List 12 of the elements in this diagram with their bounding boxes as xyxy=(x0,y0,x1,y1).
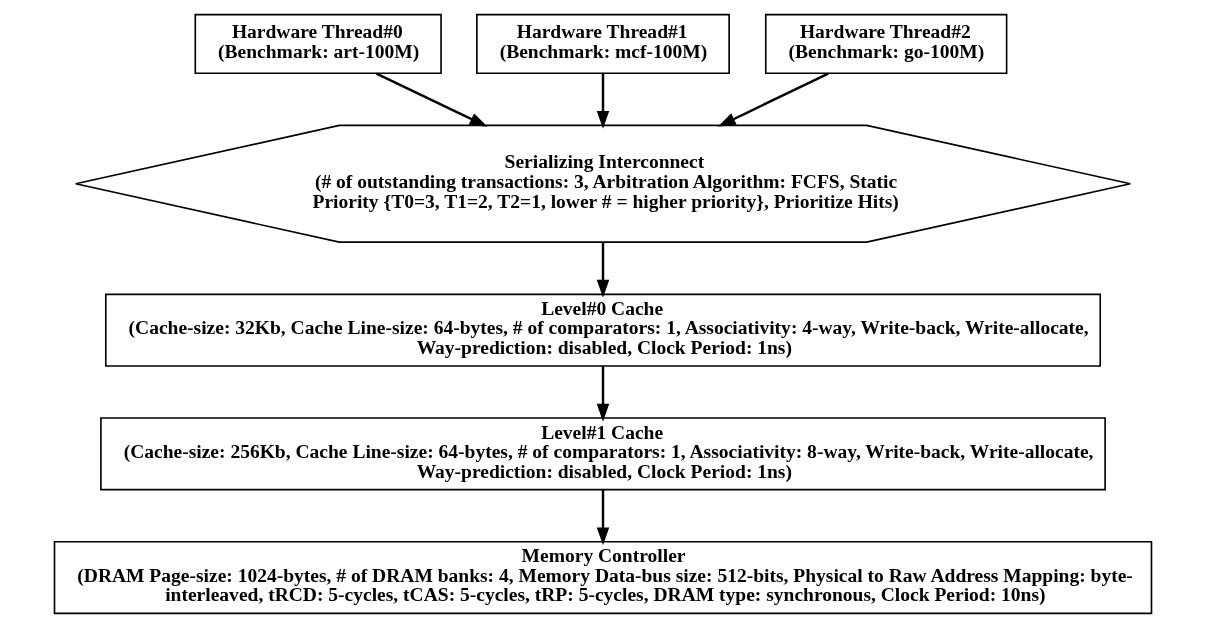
node-box: Hardware Thread#1 (Benchmark: mcf-100M) xyxy=(476,13,730,75)
arrow xyxy=(717,72,829,127)
node-box: Hardware Thread#2 (Benchmark: go-100M) xyxy=(764,13,1008,75)
arrow xyxy=(596,366,610,422)
arrow xyxy=(596,489,610,546)
arrow xyxy=(596,73,610,129)
node-box: Level#0 Cache (Cache-size: 32Kb, Cache Line-size: 64-bytes, # of comparators: 1, Associativity: 4-way, Write-back, Write-allocate, Way-prediction: disabled, Clock Period: 1ns) xyxy=(104,293,1102,367)
node-box: Hardware Thread#0 (Benchmark: art-100M) xyxy=(194,13,442,75)
arrow xyxy=(376,72,488,127)
arrow xyxy=(596,242,610,298)
node-box: Memory Controller (DRAM Page-size: 1024-bytes, # of DRAM banks: 4, Memory Data-bus size: 512-bits, Physical to Raw Address Mapping: byte-interleaved, tRCD: 5-cycles, tCAS: 5-cycles, tRP: 5-cycles, DRAM type: synchronous, Clock Period: 10ns) xyxy=(53,540,1153,615)
node-box: Level#1 Cache (Cache-size: 256Kb, Cache Line-size: 64-bytes, # of comparators: 1, Associativity: 8-way, Write-back, Write-allocate, Way-prediction: disabled, Clock Period: 1ns) xyxy=(100,417,1106,491)
